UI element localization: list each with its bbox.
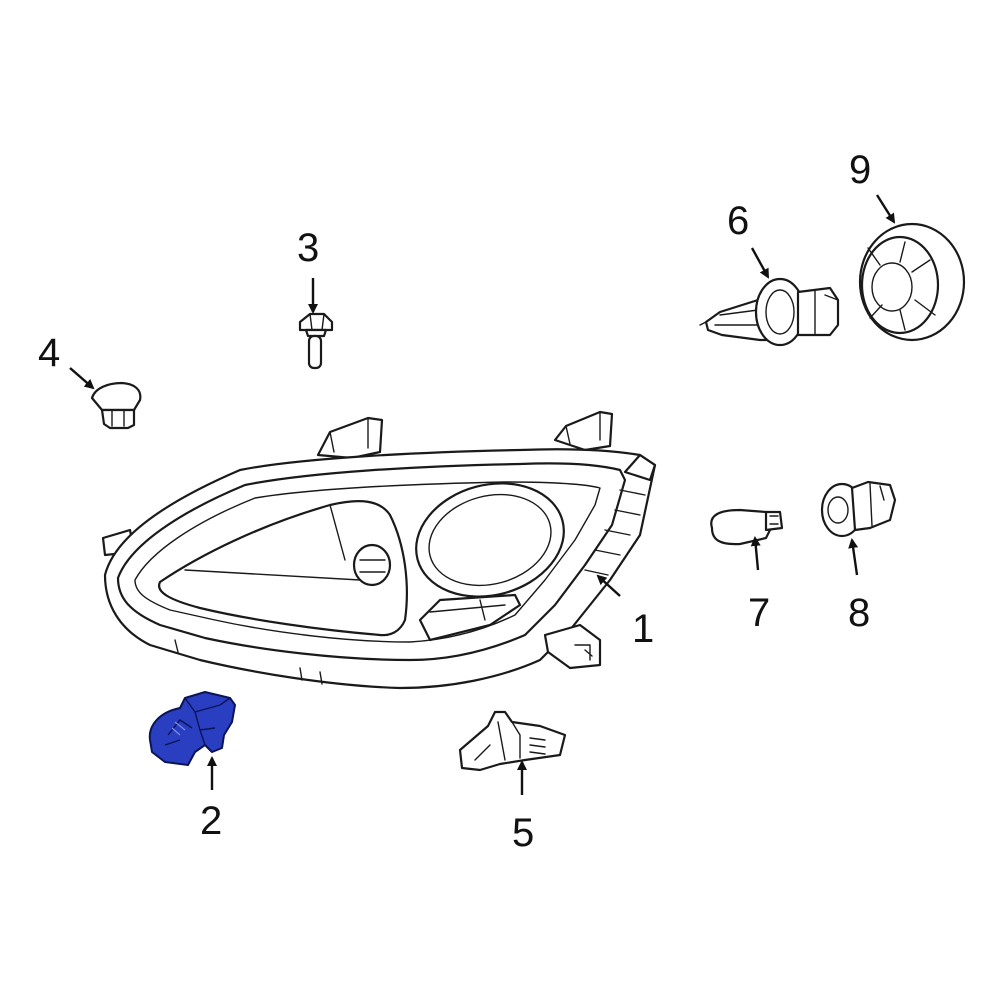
headlamp-bulb[interactable]: [699, 277, 840, 347]
bolt[interactable]: [298, 312, 334, 370]
bulb-cover[interactable]: [858, 222, 966, 342]
callout-2: 2: [200, 799, 222, 843]
callout-1: 1: [632, 607, 654, 651]
callout-6: 6: [727, 199, 749, 243]
arrow-7: [750, 536, 761, 571]
arrow-8: [848, 538, 859, 576]
callout-labels: 1 2 3 4 5 6 7 8 9: [38, 148, 871, 855]
callout-7: 7: [748, 591, 770, 635]
callout-5: 5: [512, 811, 534, 855]
arrow-6: [750, 247, 770, 279]
arrow-9: [875, 194, 896, 224]
wedge-bulb[interactable]: [710, 508, 784, 546]
callout-8: 8: [848, 591, 870, 635]
leader-arrows: [69, 194, 896, 795]
arrow-4: [69, 367, 95, 390]
callout-9: 9: [849, 148, 871, 192]
bracket[interactable]: [458, 710, 567, 772]
bulb-socket[interactable]: [148, 691, 236, 766]
callout-3: 3: [297, 226, 319, 270]
clip[interactable]: [90, 381, 142, 430]
arrow-1: [596, 574, 621, 597]
bulb-socket-small[interactable]: [820, 480, 897, 538]
callout-4: 4: [38, 331, 60, 375]
headlamp-assembly[interactable]: [101, 410, 657, 690]
